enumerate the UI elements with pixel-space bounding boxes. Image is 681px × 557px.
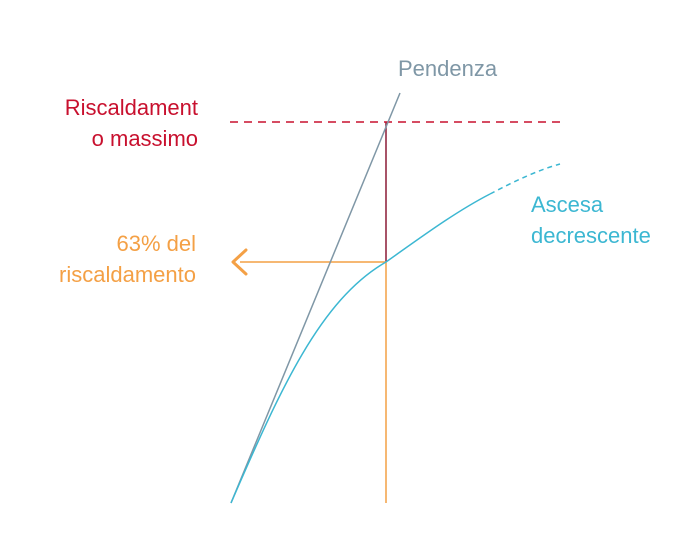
slope-line <box>230 92 401 504</box>
left-arrow-icon <box>231 248 248 276</box>
curve-label: Ascesa decrescente <box>531 192 651 248</box>
rising-curve <box>230 193 491 504</box>
max-heating-label: Riscaldament o massimo <box>64 95 198 151</box>
percent-heating-label: 63% del riscaldamento <box>59 231 196 287</box>
slope-label: Pendenza <box>398 56 498 81</box>
rising-curve-dashed <box>489 163 561 195</box>
